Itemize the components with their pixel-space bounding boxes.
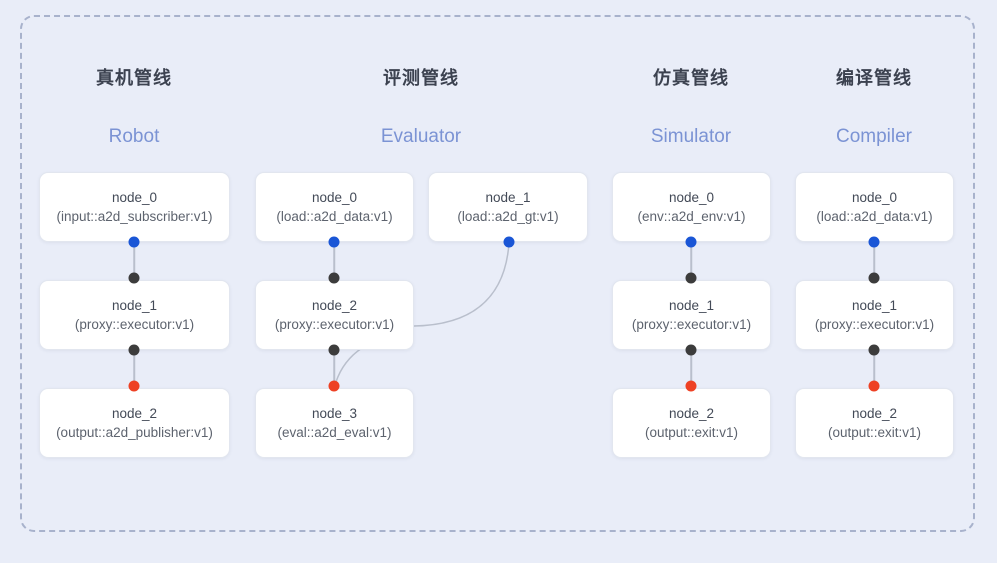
- node-spec: (output::exit:v1): [644, 425, 739, 440]
- connector-line: [690, 350, 692, 386]
- column-title-simulator: 仿真管线: [653, 68, 729, 88]
- node-spec: (load::a2d_data:v1): [276, 209, 393, 224]
- node-box[interactable]: node_0(load::a2d_data:v1): [795, 172, 954, 242]
- connector-line: [873, 350, 875, 386]
- blue-port-dot[interactable]: [685, 236, 697, 248]
- red-port-dot[interactable]: [685, 380, 697, 392]
- node-spec: (proxy::executor:v1): [814, 317, 935, 332]
- node-box[interactable]: node_1(proxy::executor:v1): [39, 280, 230, 350]
- black-port-dot[interactable]: [685, 272, 697, 284]
- node-box[interactable]: node_2(proxy::executor:v1): [255, 280, 414, 350]
- node-spec: (output::a2d_publisher:v1): [56, 425, 213, 440]
- node-spec: (env::a2d_env:v1): [637, 209, 746, 224]
- node-name: node_2: [311, 298, 358, 313]
- blue-port-dot[interactable]: [328, 236, 340, 248]
- node-name: node_2: [111, 406, 158, 421]
- black-port-dot[interactable]: [128, 344, 140, 356]
- black-port-dot[interactable]: [128, 272, 140, 284]
- node-name: node_0: [111, 190, 158, 205]
- red-port-dot[interactable]: [868, 380, 880, 392]
- connector-line: [690, 242, 692, 278]
- node-box[interactable]: node_0(load::a2d_data:v1): [255, 172, 414, 242]
- blue-port-dot[interactable]: [128, 236, 140, 248]
- node-name: node_1: [111, 298, 158, 313]
- red-port-dot[interactable]: [128, 380, 140, 392]
- node-box[interactable]: node_3(eval::a2d_eval:v1): [255, 388, 414, 458]
- node-name: node_0: [668, 190, 715, 205]
- column-subtitle-evaluator: Evaluator: [380, 126, 462, 147]
- node-spec: (proxy::executor:v1): [274, 317, 395, 332]
- node-name: node_0: [851, 190, 898, 205]
- node-box[interactable]: node_1(load::a2d_gt:v1): [428, 172, 588, 242]
- column-title-robot: 真机管线: [96, 68, 172, 88]
- node-spec: (load::a2d_gt:v1): [457, 209, 559, 224]
- node-name: node_2: [851, 406, 898, 421]
- black-port-dot[interactable]: [868, 344, 880, 356]
- node-box[interactable]: node_2(output::exit:v1): [612, 388, 771, 458]
- node-box[interactable]: node_0(input::a2d_subscriber:v1): [39, 172, 230, 242]
- blue-port-dot[interactable]: [503, 236, 515, 248]
- column-title-compiler: 编译管线: [836, 68, 912, 88]
- node-spec: (eval::a2d_eval:v1): [277, 425, 392, 440]
- node-spec: (input::a2d_subscriber:v1): [56, 209, 213, 224]
- red-port-dot[interactable]: [328, 380, 340, 392]
- node-spec: (output::exit:v1): [827, 425, 922, 440]
- node-box[interactable]: node_1(proxy::executor:v1): [795, 280, 954, 350]
- node-name: node_0: [311, 190, 358, 205]
- node-box[interactable]: node_2(output::a2d_publisher:v1): [39, 388, 230, 458]
- node-name: node_3: [311, 406, 358, 421]
- connector-line: [873, 242, 875, 278]
- node-name: node_1: [668, 298, 715, 313]
- node-name: node_1: [851, 298, 898, 313]
- column-title-evaluator: 评测管线: [383, 68, 459, 88]
- black-port-dot[interactable]: [868, 272, 880, 284]
- black-port-dot[interactable]: [328, 272, 340, 284]
- node-box[interactable]: node_1(proxy::executor:v1): [612, 280, 771, 350]
- node-box[interactable]: node_0(env::a2d_env:v1): [612, 172, 771, 242]
- node-spec: (load::a2d_data:v1): [816, 209, 933, 224]
- connector-line: [133, 350, 135, 386]
- column-subtitle-compiler: Compiler: [835, 126, 913, 147]
- column-subtitle-robot: Robot: [108, 126, 160, 147]
- column-subtitle-simulator: Simulator: [650, 126, 732, 147]
- blue-port-dot[interactable]: [868, 236, 880, 248]
- pipeline-group-frame: [20, 15, 975, 532]
- black-port-dot[interactable]: [685, 344, 697, 356]
- node-box[interactable]: node_2(output::exit:v1): [795, 388, 954, 458]
- node-spec: (proxy::executor:v1): [74, 317, 195, 332]
- connector-line: [333, 350, 335, 386]
- node-name: node_1: [485, 190, 531, 205]
- connector-line: [333, 242, 335, 278]
- connector-line: [133, 242, 135, 278]
- black-port-dot[interactable]: [328, 344, 340, 356]
- node-name: node_2: [668, 406, 715, 421]
- node-spec: (proxy::executor:v1): [631, 317, 752, 332]
